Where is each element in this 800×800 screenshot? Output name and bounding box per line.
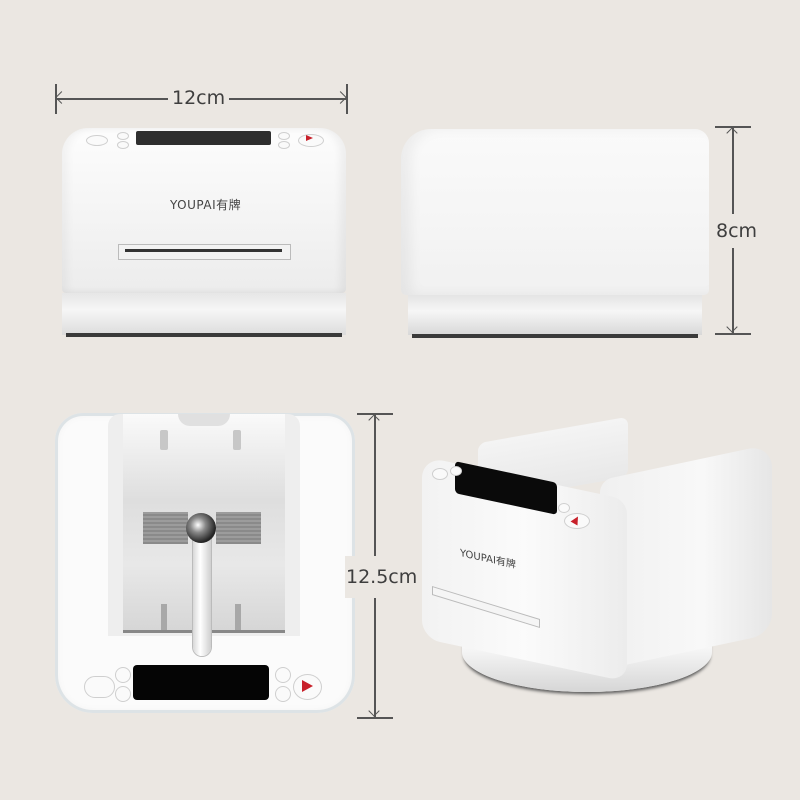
side-base-shadow	[412, 334, 698, 338]
depth-tick-bottom	[357, 717, 393, 719]
depth-label: 12.5cm	[345, 556, 419, 598]
arrow-left-icon	[55, 91, 68, 104]
width-label: 12cm	[168, 87, 230, 109]
arrow-down-icon	[726, 321, 738, 333]
top-button-small-2	[115, 686, 131, 702]
front-logo: YOUPAI有牌	[170, 198, 242, 212]
front-button-small-1	[117, 132, 129, 140]
persp-button-2	[450, 466, 462, 476]
persp-play-button	[564, 513, 590, 529]
front-button-small-2	[117, 141, 129, 149]
front-button-small-4	[278, 141, 290, 149]
front-card-slot	[118, 244, 291, 260]
front-button-small-3	[278, 132, 290, 140]
front-card-slot-inner	[125, 249, 282, 252]
persp-button-1	[432, 468, 448, 480]
tray-notch	[178, 414, 230, 426]
top-button-small-4	[275, 686, 291, 702]
front-base	[62, 293, 346, 335]
side-base	[408, 295, 702, 335]
tray-clip-top-left	[160, 430, 168, 450]
persp-button-3	[558, 503, 570, 513]
height-tick-bottom	[715, 333, 751, 335]
width-tick-left	[55, 84, 57, 114]
tray-clip-bottom-left	[161, 604, 167, 630]
top-display	[133, 665, 269, 700]
arrow-up-icon	[726, 127, 738, 139]
front-button-oval-left	[86, 135, 108, 146]
top-button-oval-left	[84, 676, 115, 698]
play-icon	[306, 135, 313, 141]
side-body	[401, 129, 709, 295]
top-button-small-3	[275, 667, 291, 683]
width-tick-right	[346, 84, 348, 114]
top-button-small-1	[115, 667, 131, 683]
arrow-right-icon	[334, 91, 347, 104]
depth-tick-top	[357, 413, 393, 415]
arrow-up-icon	[368, 414, 380, 426]
height-tick-top	[715, 126, 751, 128]
arrow-down-icon	[368, 705, 380, 717]
play-icon	[302, 680, 313, 692]
tray-grip-right	[216, 512, 261, 544]
lever-ball	[186, 513, 216, 543]
height-label: 8cm	[714, 214, 760, 248]
tray-clip-top-right	[233, 430, 241, 450]
lever-arm	[193, 530, 211, 656]
front-display	[136, 131, 271, 145]
tray-clip-bottom-right	[235, 604, 241, 630]
front-body	[62, 128, 346, 293]
tray-grip-left	[143, 512, 188, 544]
front-base-shadow	[66, 333, 342, 337]
